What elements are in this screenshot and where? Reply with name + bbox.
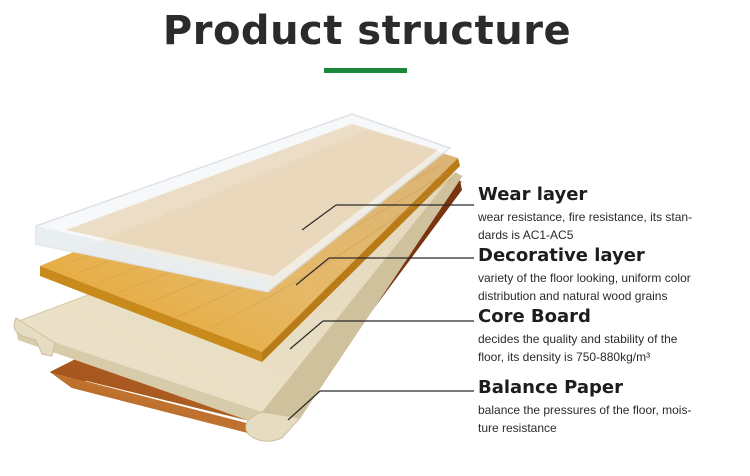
leader-line-decor xyxy=(295,257,330,286)
title-underline xyxy=(324,68,407,73)
core-board-title: Core Board xyxy=(478,306,591,327)
label-wear-layer: Wear layer wear resistance, fire resista… xyxy=(478,184,746,244)
wear-layer xyxy=(35,113,452,293)
leader-line-paper xyxy=(287,390,321,421)
leader-lines xyxy=(287,204,474,421)
label-core-board: Core Board decides the quality and stabi… xyxy=(478,306,746,366)
decorative-layer-title: Decorative layer xyxy=(478,245,645,266)
wear-layer-desc: wear resistance, fire resistance, its st… xyxy=(478,210,693,242)
core-board-desc: decides the quality and stability of the… xyxy=(478,332,678,364)
decorative-layer-desc: variety of the floor looking, uniform co… xyxy=(478,271,691,303)
leader-line-wear xyxy=(301,204,337,231)
wear-layer-title: Wear layer xyxy=(478,184,588,205)
balance-paper-desc: balance the pressures of the floor, mois… xyxy=(478,403,692,435)
balance-paper-title: Balance Paper xyxy=(478,377,623,398)
label-balance-paper: Balance Paper balance the pressures of t… xyxy=(478,377,746,437)
page-title: Product structure xyxy=(162,8,572,54)
label-decorative-layer: Decorative layer variety of the floor lo… xyxy=(478,245,746,305)
leader-line-core xyxy=(289,320,324,350)
